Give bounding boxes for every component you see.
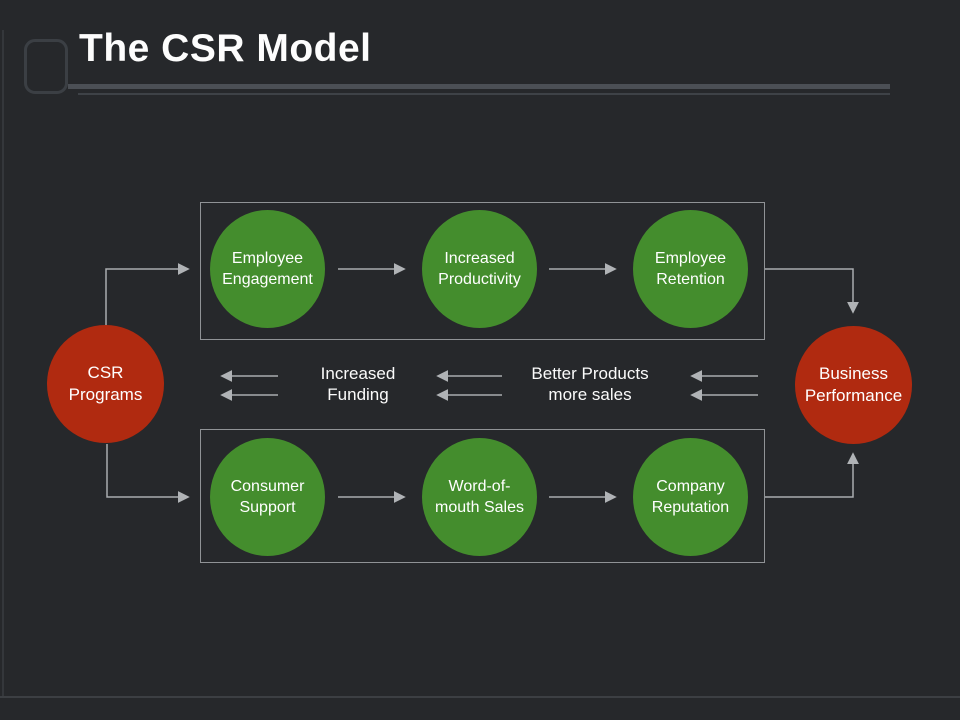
left-edge-line — [2, 30, 4, 697]
connector-csr-to-bottom-frame — [106, 444, 190, 503]
node-company-reputation: Company Reputation — [633, 438, 748, 556]
slide-title: The CSR Model — [79, 27, 372, 70]
node-employee-retention-label: Employee Retention — [654, 250, 727, 288]
connector-top-frame-to-business — [765, 268, 859, 314]
connector-csr-to-top-frame — [105, 263, 190, 326]
node-word-of-mouth-sales: Word-of- mouth Sales — [422, 438, 537, 556]
title-decoration-box — [24, 39, 68, 94]
node-csr-programs: CSR Programs — [47, 325, 164, 443]
node-employee-engagement-label: Employee Engagement — [222, 250, 313, 288]
node-business-performance: Business Performance — [795, 326, 912, 444]
node-consumer-support: Consumer Support — [210, 438, 325, 556]
bottom-edge-line — [0, 696, 960, 698]
top-process-frame — [200, 202, 765, 340]
title-underline-thick — [68, 84, 890, 89]
title-underline-thin — [78, 93, 890, 95]
node-increased-productivity: Increased Productivity — [422, 210, 537, 328]
node-employee-engagement: Employee Engagement — [210, 210, 325, 328]
node-word-of-mouth-sales-label: Word-of- mouth Sales — [435, 478, 524, 516]
node-company-reputation-label: Company Reputation — [651, 478, 730, 516]
node-consumer-support-label: Consumer Support — [230, 478, 305, 516]
node-employee-retention: Employee Retention — [633, 210, 748, 328]
bottom-process-frame — [200, 429, 765, 563]
feedback-label-increased-funding: Increased Funding — [320, 364, 396, 404]
feedback-label-better-products: Better Products more sales — [531, 364, 649, 404]
node-business-performance-label: Business Performance — [804, 364, 903, 405]
node-csr-programs-label: CSR Programs — [68, 363, 143, 404]
connector-bottom-frame-to-business — [765, 452, 859, 498]
node-increased-productivity-label: Increased Productivity — [438, 250, 521, 288]
